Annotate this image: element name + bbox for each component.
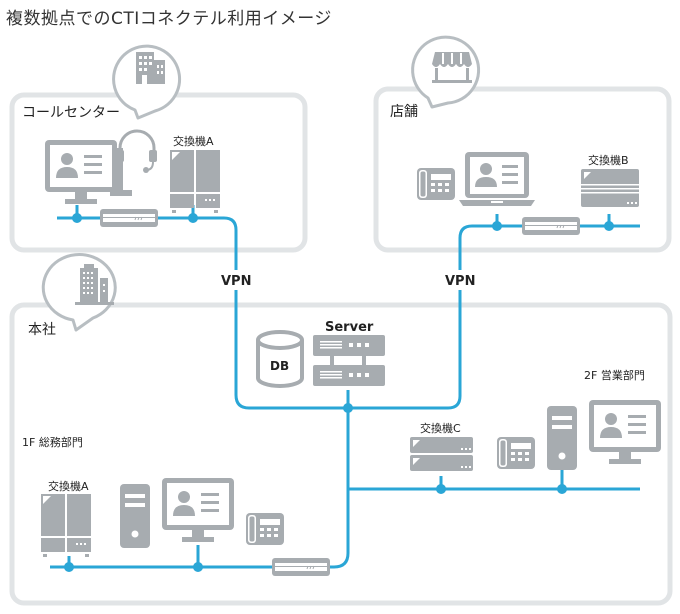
store-label: 店舗 [390, 104, 418, 120]
database-icon [256, 330, 304, 388]
store-laptop-icon [459, 152, 535, 206]
floor1-pbx-icon [41, 494, 91, 557]
headquarters-label: 本社 [28, 322, 56, 338]
floor1-monitor-icon [162, 478, 234, 542]
headquarters-box [9, 302, 673, 606]
server-icon [313, 335, 385, 386]
call-center-pbx-label: 交換機A [173, 134, 214, 148]
server-label: Server [325, 320, 374, 335]
store-pbx-label: 交換機B [588, 153, 629, 167]
database-label: DB [270, 359, 289, 373]
headset-pc-icon [110, 129, 157, 196]
call-center-router-icon [99, 208, 159, 228]
floor2-phone-icon [497, 437, 535, 469]
headquarters-bubble [41, 253, 117, 332]
floor1-router-icon [271, 557, 331, 577]
floor1-phone-icon [246, 513, 284, 545]
call-center-pbx-icon [170, 150, 220, 213]
floor2-tower-pc-icon [547, 406, 577, 470]
floor2-pbx-label: 交換機C [420, 421, 461, 435]
floor1-pbx-label: 交換機A [48, 479, 89, 493]
network-nodes [64, 213, 614, 572]
call-center-label: コールセンター [22, 105, 120, 121]
floor1-label: 1F 総務部門 [22, 435, 83, 449]
vpn-label-right: VPN [445, 274, 475, 289]
call-center-bubble [112, 44, 182, 120]
store-router-icon [521, 216, 581, 236]
store-phone-icon [417, 168, 455, 200]
floor2-pbx-icon [410, 437, 473, 471]
floor1-tower-pc-icon [120, 484, 150, 548]
vpn-label-left: VPN [221, 274, 251, 289]
office-building-icon [136, 52, 165, 84]
store-box [373, 86, 672, 253]
diagram-title: 複数拠点でのCTIコネクテル利用イメージ [6, 9, 332, 29]
floor2-label: 2F 営業部門 [584, 368, 645, 382]
skyscraper-icon [75, 264, 114, 305]
store-bubble [411, 35, 481, 109]
floor2-monitor-icon [589, 400, 661, 464]
store-pbx-icon [581, 169, 639, 207]
storefront-icon [432, 52, 472, 83]
call-center-monitor-icon [45, 140, 117, 204]
